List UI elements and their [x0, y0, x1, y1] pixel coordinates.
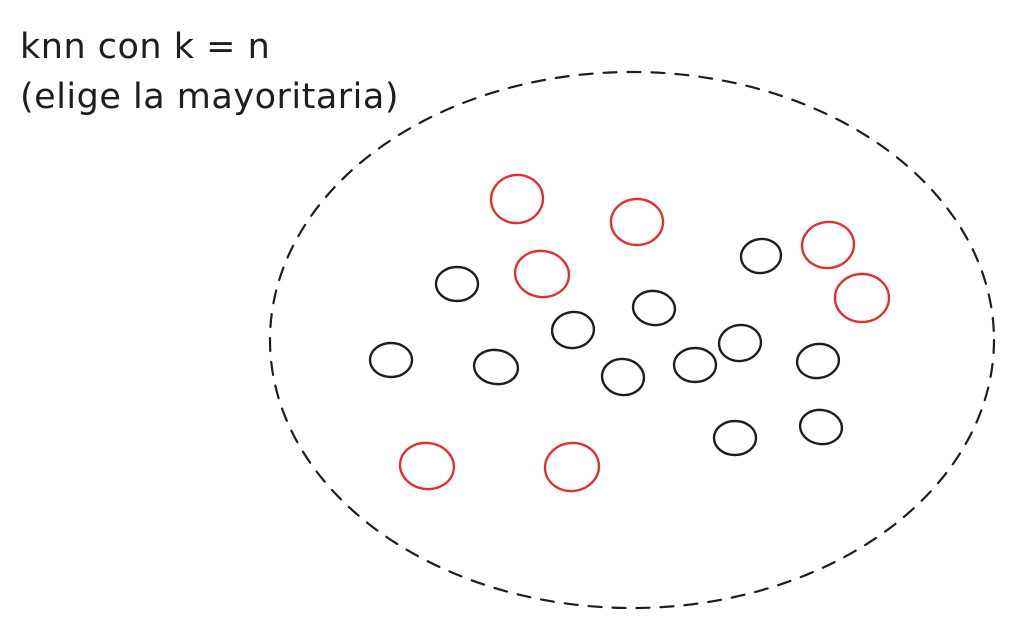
caption: knn con k = n (elige la mayoritaria) [20, 22, 399, 122]
red-point [800, 220, 856, 270]
caption-line-2: (elige la mayoritaria) [20, 77, 399, 117]
red-point [609, 197, 665, 247]
black-point [798, 408, 844, 446]
red-point [833, 272, 891, 324]
caption-line-1: knn con k = n [20, 27, 271, 67]
red-point [543, 441, 601, 493]
data-points [368, 173, 891, 493]
red-point [489, 173, 545, 225]
k-equals-n-neighborhood [268, 70, 996, 610]
black-point [600, 357, 646, 397]
black-point [717, 323, 763, 363]
black-point [672, 346, 718, 384]
black-point [795, 342, 841, 380]
black-point [550, 310, 596, 350]
black-point [712, 419, 758, 457]
black-point [631, 289, 677, 327]
red-point [398, 441, 456, 491]
black-point [368, 341, 414, 379]
black-point [472, 348, 520, 386]
black-point [434, 265, 480, 303]
red-point [513, 249, 571, 299]
black-point [739, 237, 783, 275]
